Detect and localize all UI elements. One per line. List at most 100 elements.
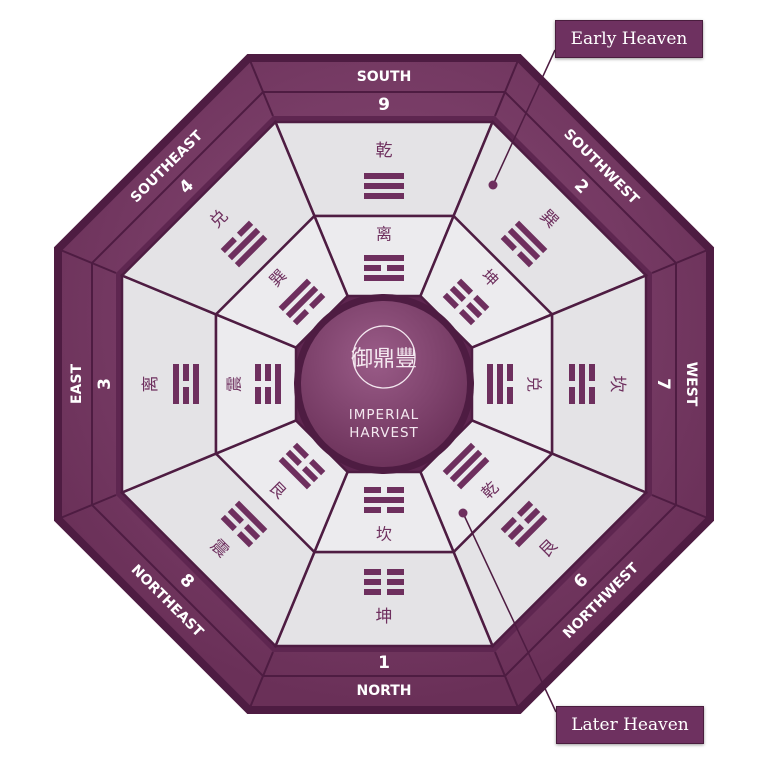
broken-line [387, 487, 404, 493]
solid-line [278, 278, 312, 312]
later-trigram-north [364, 487, 404, 513]
broken-line [236, 220, 254, 237]
solid-line [497, 364, 503, 404]
broken-line [255, 364, 261, 381]
solid-line [227, 227, 261, 261]
later-trigram-name-north: 坎 [376, 525, 392, 544]
later-heaven-dot [458, 508, 468, 518]
band-corner-line [249, 651, 274, 707]
early-trigram-south [364, 173, 404, 199]
direction-number-north: 1 [378, 653, 390, 673]
broken-line [387, 589, 404, 595]
center-medallion: 御鼎豐 IMPERIAL HARVEST [294, 294, 474, 474]
early-trigram-north [364, 569, 404, 595]
sector-inner-southeast [213, 213, 350, 350]
broken-line [387, 507, 404, 513]
early-trigram-southwest [500, 220, 548, 268]
solid-line [514, 220, 548, 254]
logo-line1: IMPERIAL [349, 407, 419, 423]
broken-line [255, 387, 261, 404]
early-trigram-northwest [500, 500, 548, 548]
broken-line [227, 507, 244, 525]
broken-line [292, 442, 310, 459]
broken-line [292, 309, 310, 326]
later-trigram-east [255, 364, 281, 404]
later-trigram-name-south: 离 [376, 225, 392, 244]
broken-line [285, 449, 302, 467]
broken-line [449, 285, 467, 302]
early-heaven-label: Early Heaven [555, 20, 703, 58]
broken-line [387, 579, 404, 585]
broken-line [265, 387, 271, 404]
broken-line [364, 579, 381, 585]
direction-label-west: WEST [683, 362, 699, 407]
broken-line [516, 500, 534, 517]
broken-line [364, 487, 381, 493]
broken-line [387, 265, 404, 271]
solid-line [285, 285, 319, 319]
later-trigram-northwest [442, 442, 490, 490]
early-trigram-name-west: 坎 [607, 376, 627, 393]
later-heaven-label: Later Heaven [556, 706, 704, 744]
solid-line [364, 275, 404, 281]
later-trigram-name-east: 震 [225, 376, 244, 392]
broken-line [507, 364, 513, 381]
broken-line [589, 364, 595, 381]
later-trigram-northeast [278, 442, 326, 490]
broken-line [569, 364, 575, 381]
broken-line [456, 278, 474, 295]
direction-number-south: 9 [378, 95, 390, 115]
logo-glyphs: 御鼎豐 [351, 347, 417, 372]
direction-label-east: EAST [69, 364, 85, 404]
logo-circle [352, 325, 416, 389]
later-trigram-southeast [278, 278, 326, 326]
band-corner-line [651, 249, 707, 274]
solid-line [514, 514, 548, 548]
direction-number-east: 3 [95, 378, 115, 390]
solid-line [173, 364, 179, 404]
broken-line [364, 265, 381, 271]
broken-line [364, 589, 381, 595]
band-corner-line [494, 651, 519, 707]
solid-line [442, 442, 476, 476]
broken-line [309, 292, 326, 310]
later-trigram-west [487, 364, 513, 404]
band-corner-line [61, 249, 117, 274]
solid-line [456, 456, 490, 490]
solid-line [364, 173, 404, 179]
broken-line [589, 387, 595, 404]
direction-label-south: SOUTH [357, 69, 412, 85]
broken-line [466, 301, 483, 319]
later-trigram-name-west: 兑 [525, 376, 544, 392]
band-corner-line [61, 494, 117, 519]
broken-line [364, 569, 381, 575]
broken-line [236, 531, 254, 548]
early-trigram-name-north: 坤 [376, 607, 393, 627]
solid-line [364, 193, 404, 199]
broken-line [569, 387, 575, 404]
broken-line [507, 387, 513, 404]
later-trigram-southwest [442, 278, 490, 326]
broken-line [524, 507, 541, 525]
broken-line [473, 294, 490, 312]
early-trigram-name-south: 乾 [376, 141, 393, 161]
broken-line [243, 524, 261, 541]
broken-line [387, 569, 404, 575]
broken-line [220, 236, 237, 254]
band-corner-line [651, 494, 707, 519]
solid-line [193, 364, 199, 404]
solid-line [364, 183, 404, 189]
solid-line [275, 364, 281, 404]
broken-line [301, 466, 319, 483]
broken-line [364, 507, 381, 513]
broken-line [183, 364, 189, 381]
early-heaven-pointer [492, 49, 556, 186]
early-trigram-west [569, 364, 595, 404]
solid-line [364, 255, 404, 261]
early-trigram-northeast [220, 500, 268, 548]
early-heaven-dot [488, 180, 498, 190]
early-trigram-name-east: 离 [141, 376, 161, 393]
solid-line [364, 497, 404, 503]
band-corner-line [494, 61, 519, 117]
